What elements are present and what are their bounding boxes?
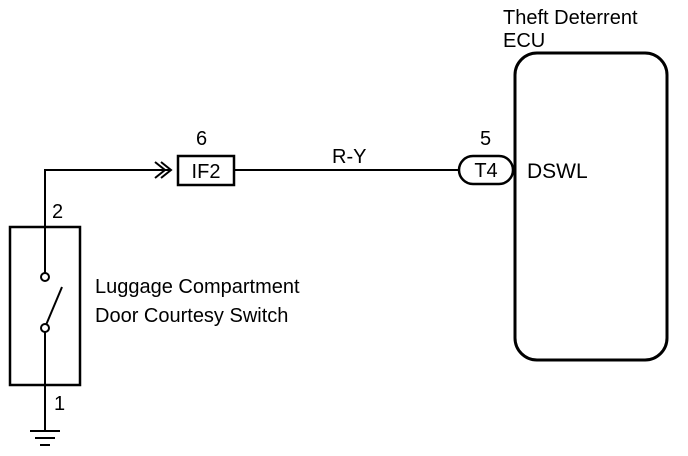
- switch-pin-top: 2: [52, 201, 63, 223]
- ground-icon: [30, 430, 60, 446]
- junction-pin-number: 6: [196, 128, 207, 150]
- junction-connector-code: IF2: [192, 161, 221, 183]
- switch-label-line1: Luggage Compartment: [95, 276, 300, 298]
- ecu-pin-number: 5: [480, 128, 491, 150]
- switch-contact-bottom: [40, 323, 50, 333]
- junction-connector-box: [176, 154, 236, 187]
- switch-pin-bottom: 1: [54, 393, 65, 415]
- switch-blade: [45, 286, 63, 326]
- wire-color-code: R-Y: [332, 146, 366, 168]
- ecu-title-line2: ECU: [503, 30, 545, 52]
- switch-label-line2: Door Courtesy Switch: [95, 305, 288, 327]
- ecu-title-line1: Theft Deterrent: [503, 7, 638, 29]
- ecu-box: [513, 51, 669, 362]
- switch-contact-top: [40, 272, 50, 282]
- ecu-connector-code: T4: [474, 160, 497, 182]
- wire-switch-to-junction: [44, 169, 171, 227]
- ecu-terminal-label: DSWL: [527, 160, 588, 183]
